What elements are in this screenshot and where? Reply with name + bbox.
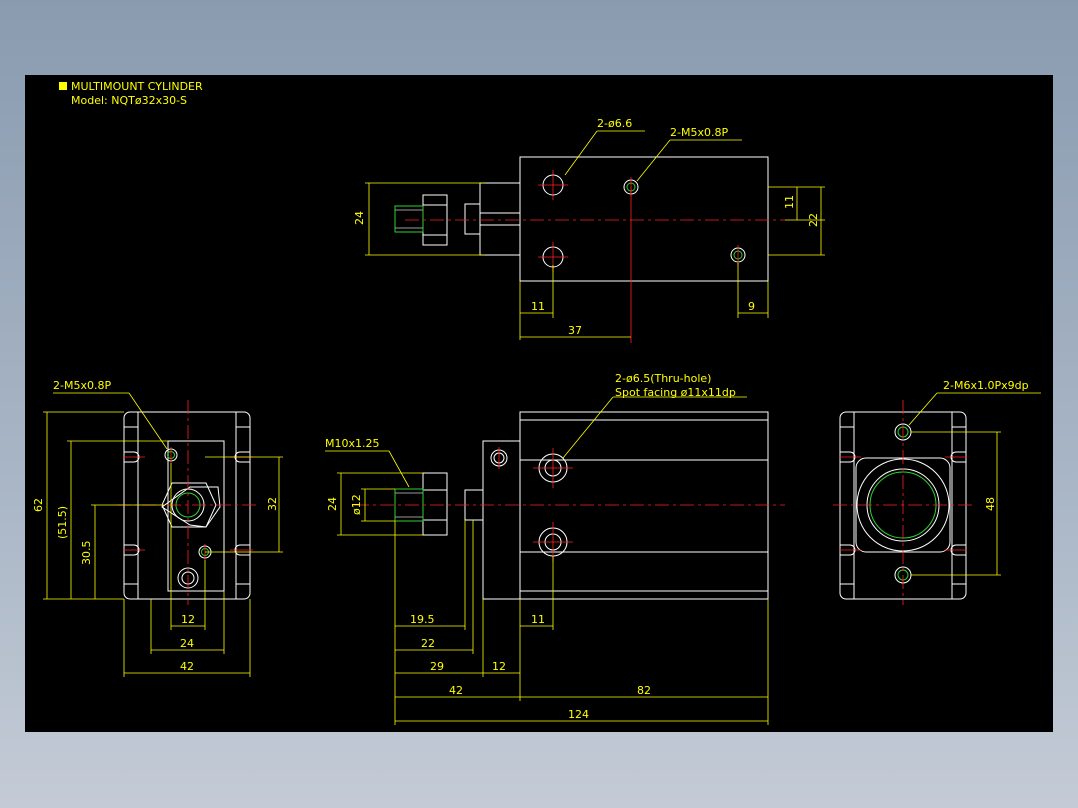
front-view: 2-ø6.5(Thru-hole) Spot facing ø11x11dp M… bbox=[325, 372, 785, 725]
front-dim-82: 82 bbox=[637, 684, 651, 697]
left-dim-24: 24 bbox=[180, 637, 194, 650]
left-view: 2-M5x0.8P 62 (51.5) 30.5 32 12 24 42 bbox=[32, 379, 283, 677]
title-marker-icon bbox=[59, 82, 67, 90]
front-callout-rod: M10x1.25 bbox=[325, 437, 380, 450]
top-view: 2-ø6.6 2-M5x0.8P 24 11 22 11 9 37 bbox=[353, 117, 825, 343]
top-dim-11-right: 11 bbox=[783, 195, 796, 209]
left-dim-12: 12 bbox=[181, 613, 195, 626]
top-dim-11-bottom: 11 bbox=[531, 300, 545, 313]
right-callout-thread: 2-M6x1.0Px9dp bbox=[943, 379, 1029, 392]
top-dim-22: 22 bbox=[807, 213, 820, 227]
top-dim-37: 37 bbox=[568, 324, 582, 337]
top-callout-thread: 2-M5x0.8P bbox=[670, 126, 728, 139]
title-line-1: MULTIMOUNT CYLINDER bbox=[71, 80, 203, 93]
front-dim-29: 29 bbox=[430, 660, 444, 673]
front-callout-hole-1: 2-ø6.5(Thru-hole) bbox=[615, 372, 711, 385]
front-dim-d12: ø12 bbox=[350, 494, 363, 515]
title-line-2: Model: NQTø32x30-S bbox=[71, 94, 187, 107]
front-dim-19-5: 19.5 bbox=[410, 613, 435, 626]
left-dim-32: 32 bbox=[266, 497, 279, 511]
left-dim-62: 62 bbox=[32, 498, 45, 512]
front-dim-12: 12 bbox=[492, 660, 506, 673]
left-dim-51-5: (51.5) bbox=[56, 506, 69, 539]
front-dim-42: 42 bbox=[449, 684, 463, 697]
top-callout-hole: 2-ø6.6 bbox=[597, 117, 632, 130]
front-dim-24: 24 bbox=[326, 497, 339, 511]
drawing-canvas: MULTIMOUNT CYLINDER Model: NQTø32x30-S bbox=[25, 75, 1053, 732]
cad-drawing: MULTIMOUNT CYLINDER Model: NQTø32x30-S bbox=[32, 80, 1041, 725]
top-dim-9: 9 bbox=[748, 300, 755, 313]
left-dim-30-5: 30.5 bbox=[80, 541, 93, 566]
right-dim-48: 48 bbox=[984, 497, 997, 511]
front-dim-22: 22 bbox=[421, 637, 435, 650]
right-view: 2-M6x1.0Px9dp 48 bbox=[833, 379, 1041, 605]
front-callout-hole-2: Spot facing ø11x11dp bbox=[615, 386, 736, 399]
left-callout-thread: 2-M5x0.8P bbox=[53, 379, 111, 392]
front-dim-124: 124 bbox=[568, 708, 589, 721]
left-dim-42: 42 bbox=[180, 660, 194, 673]
front-dim-11: 11 bbox=[531, 613, 545, 626]
top-dim-24: 24 bbox=[353, 211, 366, 225]
